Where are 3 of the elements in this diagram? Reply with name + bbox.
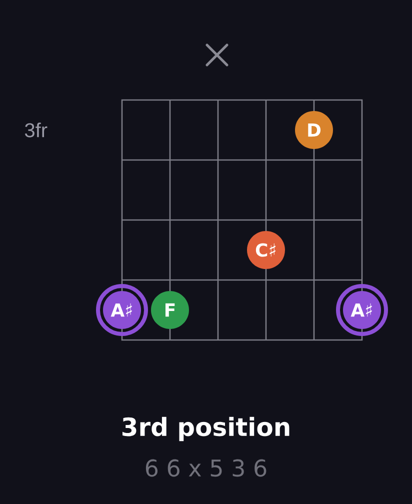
title: 3rd position [122,416,290,442]
fingering-text: 6 6 x 5 3 6 [146,459,266,477]
fret-number: 3fr [24,122,48,138]
